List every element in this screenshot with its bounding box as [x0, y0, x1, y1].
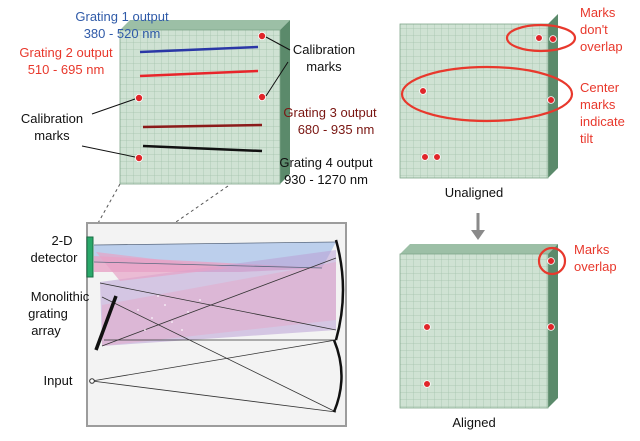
grating-array-label: Monolithic	[31, 289, 90, 304]
center-marks-ring	[400, 65, 574, 123]
grating3-output-line	[142, 123, 263, 129]
marks-overlap-label: Marks	[574, 242, 610, 257]
grating1-title: Grating 1 output	[75, 9, 169, 24]
marks-dont-overlap-label: don't	[580, 22, 608, 37]
aligned-mark	[423, 380, 431, 388]
down-arrow-icon	[471, 213, 485, 240]
calibration-leader	[265, 61, 289, 97]
input-label: Input	[44, 373, 73, 388]
unaligned-mark	[547, 96, 555, 104]
aligned-label: Aligned	[452, 415, 495, 430]
calibration-marks-label-right: Calibration	[293, 42, 355, 57]
unaligned-mark	[549, 35, 557, 43]
grating3-title: Grating 3 output	[283, 105, 377, 120]
calibration-leader	[265, 36, 291, 51]
grating1-output-line	[139, 45, 259, 54]
calibration-marks-label-left: Calibration	[21, 111, 83, 126]
calibration-mark	[257, 32, 266, 41]
aligned-mark	[547, 323, 555, 331]
aligned-mark	[423, 323, 431, 331]
grating4-range: 930 - 1270 nm	[284, 172, 368, 187]
calibration-marks-label-left: marks	[34, 128, 70, 143]
calibration-marks-label-right: marks	[306, 59, 342, 74]
unaligned-mark	[535, 34, 543, 42]
center-marks-label: Center	[580, 80, 620, 95]
calibration-leader	[91, 98, 136, 115]
detector-label: 2-D	[52, 233, 73, 248]
grating2-title: Grating 2 output	[19, 45, 113, 60]
grating1-range: 380 - 520 nm	[84, 26, 161, 41]
detector-array-top	[119, 20, 290, 185]
grating2-range: 510 - 695 nm	[28, 62, 105, 77]
grating2-output-line	[139, 69, 259, 78]
grating-array-element	[94, 295, 118, 351]
marks-dont-overlap-label: overlap	[580, 39, 623, 54]
marks-overlap-ring	[537, 246, 567, 276]
spectrometer-layout	[86, 222, 347, 427]
aligned-mark	[547, 257, 555, 265]
calibration-mark	[134, 94, 143, 103]
unaligned-detector	[399, 14, 558, 179]
grating3-range: 680 - 935 nm	[298, 122, 375, 137]
calibration-mark	[134, 153, 143, 162]
grating-array-label: array	[31, 323, 61, 338]
grating-array-label: grating	[28, 306, 68, 321]
center-marks-label: indicate	[580, 114, 625, 129]
grating4-output-line	[142, 144, 263, 153]
marks-overlap-label: overlap	[574, 259, 617, 274]
center-marks-label: tilt	[580, 131, 593, 146]
marks-dont-overlap-ring	[505, 23, 577, 53]
center-marks-label: marks	[580, 97, 616, 112]
detector-label: detector	[31, 250, 79, 265]
unaligned-mark	[421, 153, 429, 161]
grating4-title: Grating 4 output	[279, 155, 373, 170]
unaligned-mark	[433, 153, 441, 161]
detector-element	[86, 236, 94, 278]
unaligned-label: Unaligned	[445, 185, 504, 200]
unaligned-mark	[419, 87, 427, 95]
input-port	[89, 378, 95, 384]
calibration-leader	[81, 145, 136, 158]
marks-dont-overlap-label: Marks	[580, 5, 616, 20]
calibration-mark	[257, 93, 266, 102]
